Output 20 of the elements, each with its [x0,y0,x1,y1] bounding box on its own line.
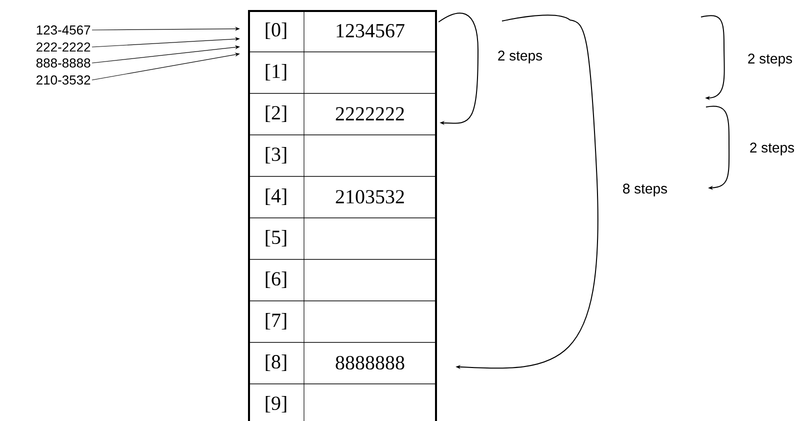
table-row: [9] [248,383,436,421]
step-label: 2 steps [748,54,792,66]
table-row: [1] [248,51,436,94]
key-text: 123-4567 [36,25,90,35]
table-row: [6] [248,258,436,302]
table-row: [3] [248,134,436,177]
key-text: 222-2222 [36,42,90,52]
table-row: [7] [248,300,436,343]
hash-table [248,10,437,421]
table-row: [2] 2222222 [248,92,436,136]
key-text: 210-3532 [36,75,90,85]
step-label: 2 steps [750,142,794,156]
edge-label: 2 steps [496,50,544,64]
curved-arrow [438,12,478,126]
key-text: 888-8888 [36,58,90,68]
edge-label: 8 steps [621,182,669,198]
table-row: [5] [248,217,436,260]
table-row: [4] 2103532 [248,176,436,218]
table-row: [8] 8888888 [248,342,436,384]
table-row: [0] 1234567 [248,10,436,52]
